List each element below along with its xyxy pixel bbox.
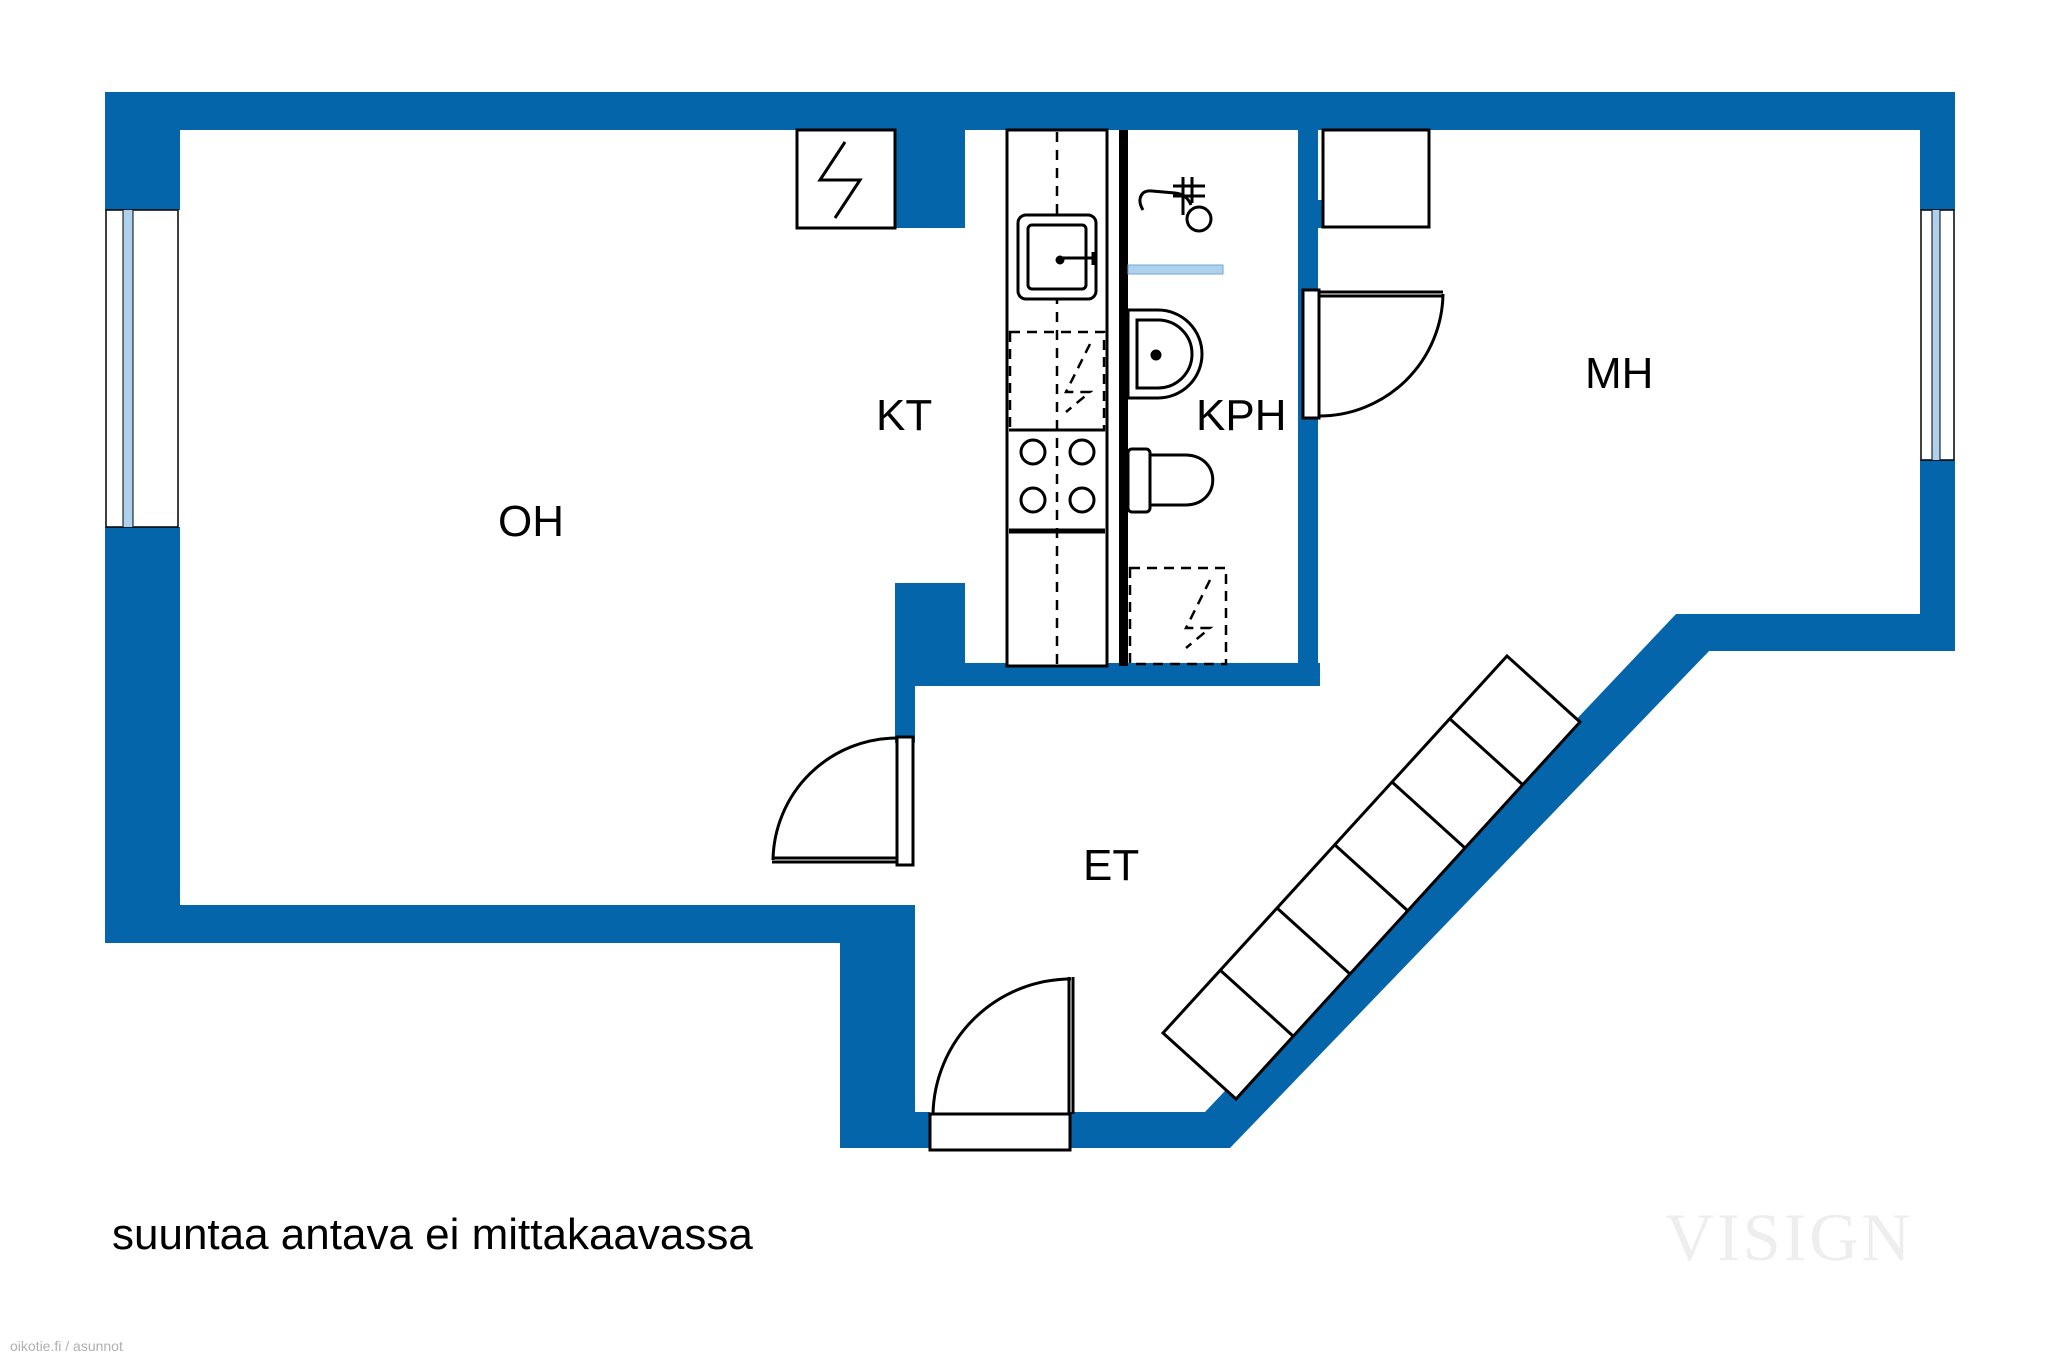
wall-left-upper [105,92,180,210]
wall-kitchen-top-stub [895,130,965,228]
window-left [105,209,179,528]
wall-right-upper [1920,92,1955,210]
shower-icon [1138,177,1213,233]
walls [105,92,1955,1148]
wall-right-lower-step [1676,614,1955,651]
washing-machine-icon [1128,566,1228,666]
brand-watermark: VISIGN [1665,1199,1914,1275]
wall-bath-bedroom-stub [1318,200,1323,228]
wall-oh-et-divider [895,663,915,743]
door-bedroom [1301,288,1445,420]
wall-et-left [840,905,915,1148]
wall-top [105,92,1955,130]
window-right [1920,209,1955,461]
room-label-bathroom: KPH [1196,391,1286,440]
scale-disclaimer: suuntaa antava ei mittakaavassa [112,1210,753,1259]
wall-diagonal [1205,614,1712,1148]
room-label-living-room: OH [498,497,564,546]
wall-et-top [895,663,1320,686]
bathroom-divider [1119,130,1128,666]
washbasin-icon [1126,308,1204,400]
hallway-closet [1160,653,1583,1102]
kitchen-counter [1005,128,1109,668]
room-label-kitchen: KT [876,391,932,440]
wall-left-lower [105,527,180,943]
shower-rail [1127,264,1224,275]
wall-right-lower [1920,460,1955,651]
source-credit: oikotie.fi / asunnot [10,1338,123,1354]
door-entrance [928,977,1075,1152]
stove-icon [1009,428,1105,532]
room-label-hallway: ET [1083,841,1139,890]
wardrobe-icon [1321,128,1431,229]
room-label-bedroom: MH [1585,349,1653,398]
toilet-icon [1126,447,1215,514]
kitchen-sink-icon [1016,213,1098,301]
wall-oh-bottom [105,905,915,943]
electric-panel-icon [795,128,897,230]
wall-et-bottom [1070,1112,1215,1148]
door-living-room [771,735,915,867]
wall-et-bottom-left [840,1112,930,1148]
wall-kitchen-lower-stub [895,583,965,663]
